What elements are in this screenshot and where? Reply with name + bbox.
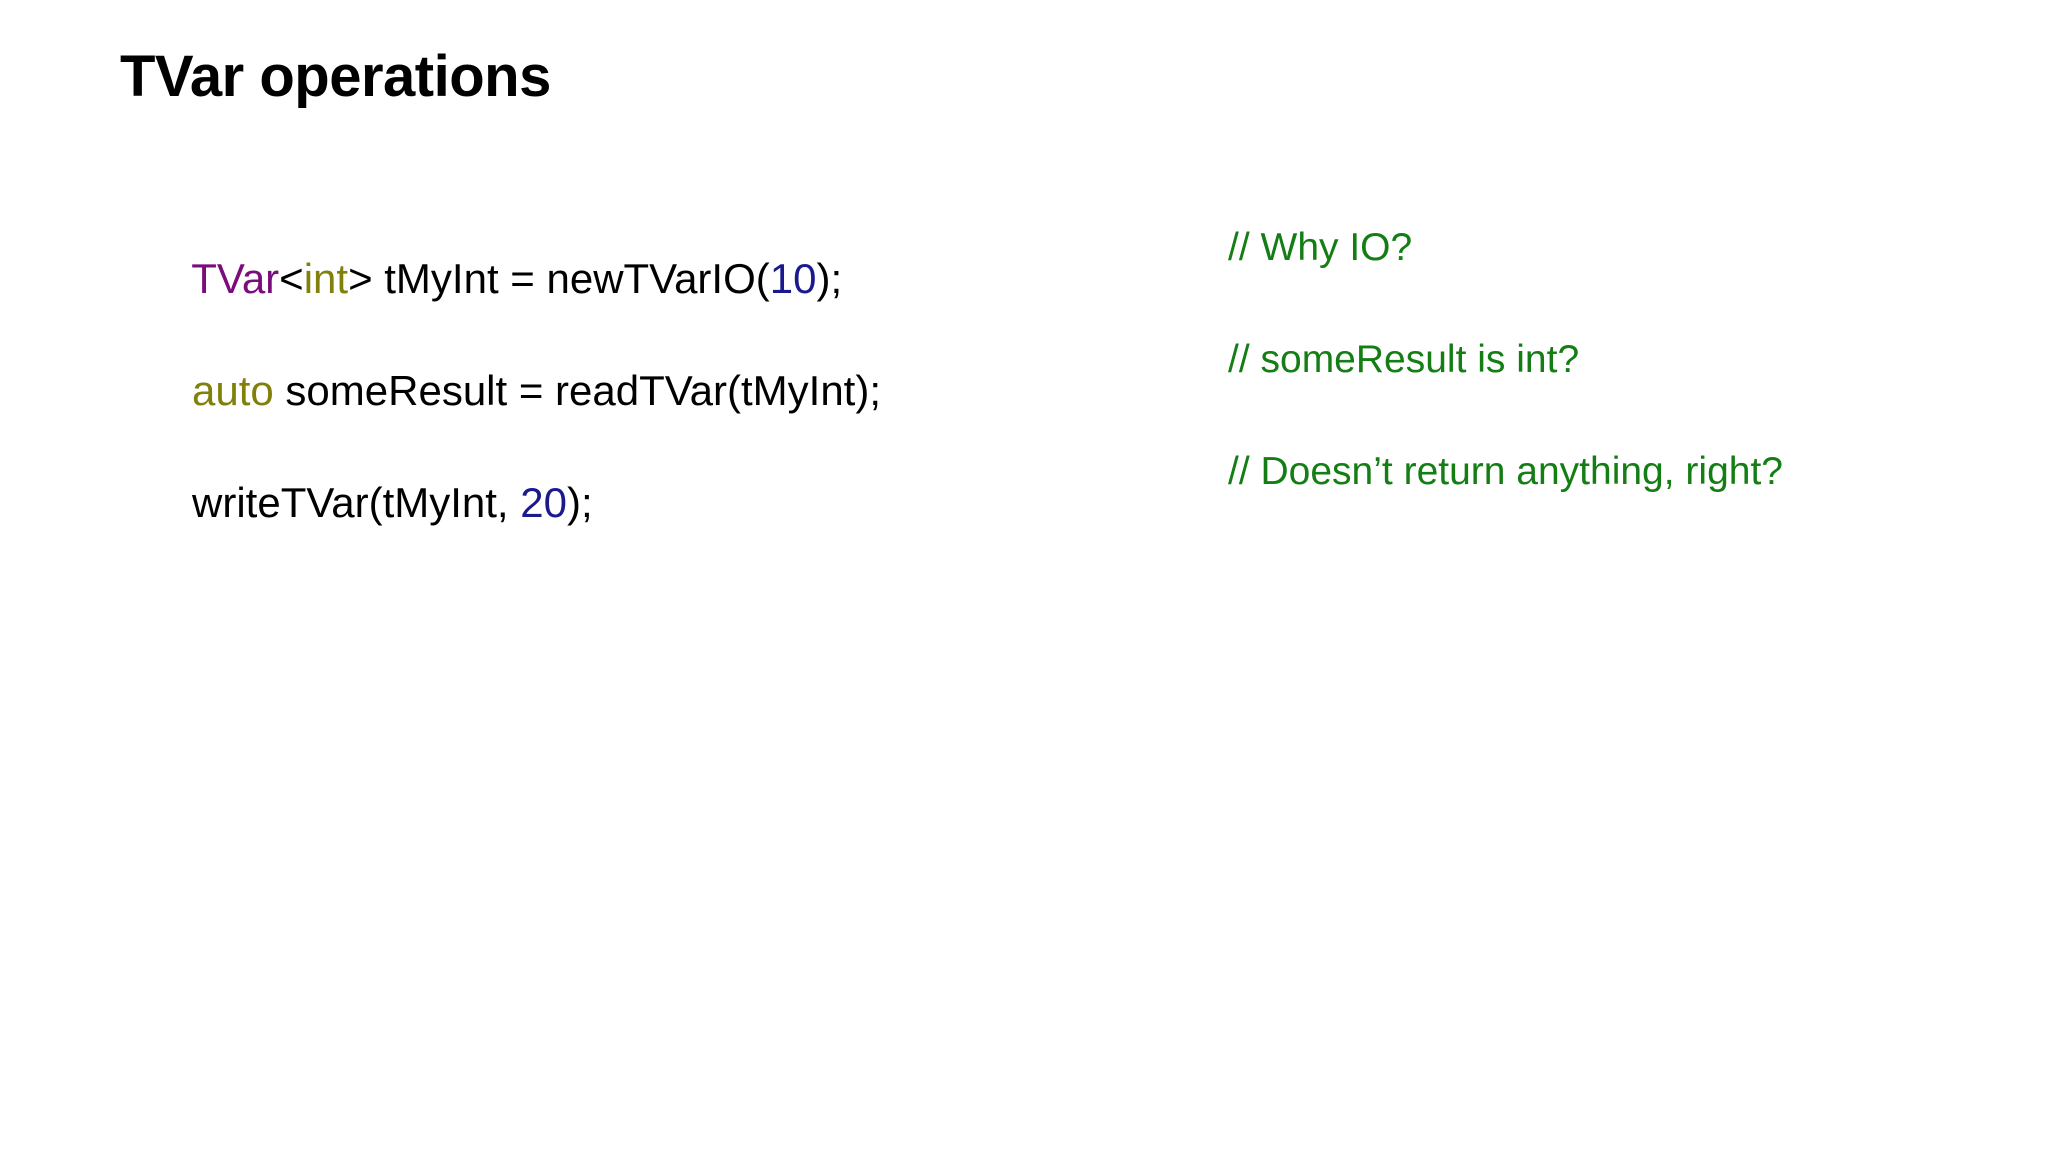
code-token-type: TVar	[191, 255, 280, 302]
code-token-keyword: auto	[192, 367, 274, 414]
code-token-number: 10	[769, 255, 817, 302]
code-block: TVar<int> tMyInt = newTVarIO(10); auto s…	[122, 216, 1142, 524]
code-line-write-tvar: writeTVar(tMyInt, 20);	[122, 440, 1142, 524]
code-token-keyword: int	[303, 255, 349, 302]
code-token-body: someResult = readTVar(tMyInt);	[273, 367, 882, 414]
code-line-declare-tvar: TVar<int> tMyInt = newTVarIO(10);	[122, 216, 1142, 300]
comment-line-no-return-value: // Doesn’t return anything, right?	[1228, 450, 1783, 493]
code-token-tail: );	[816, 255, 843, 302]
code-token-number: 20	[520, 479, 567, 526]
code-token-body: writeTVar(tMyInt,	[192, 479, 521, 526]
comment-block: // Why IO? // someResult is int? // Does…	[1228, 228, 1988, 498]
comment-line-why-io: // Why IO?	[1228, 226, 1413, 269]
code-token-body: > tMyInt = newTVarIO(	[348, 255, 770, 302]
page-title: TVar operations	[120, 44, 551, 109]
code-token-angle-open: <	[279, 255, 304, 302]
comment-line-someresult-is-int: // someResult is int?	[1228, 338, 1580, 381]
code-line-read-tvar: auto someResult = readTVar(tMyInt);	[122, 328, 1142, 412]
code-token-tail: );	[566, 479, 593, 526]
